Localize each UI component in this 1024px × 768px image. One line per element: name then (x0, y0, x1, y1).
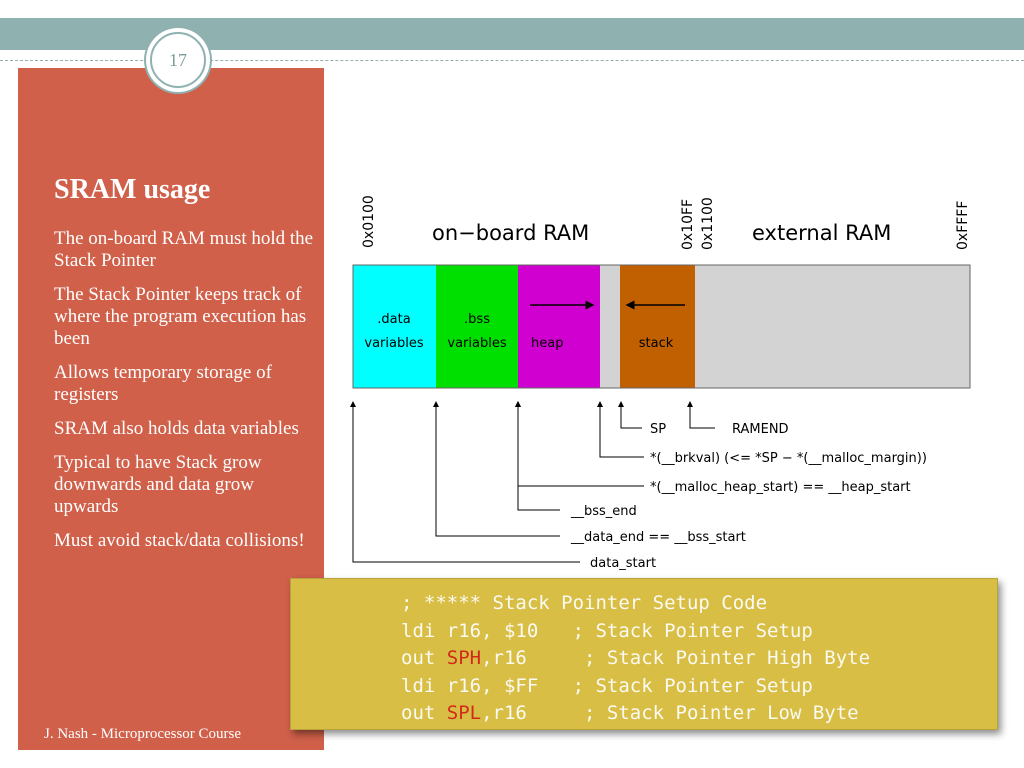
bss-segment-label: .bss (464, 312, 490, 327)
page-number-badge: 17 (150, 32, 206, 88)
code-operand: ,r16 ; Stack Pointer Low Byte (481, 702, 859, 724)
code-line: out SPL,r16 ; Stack Pointer Low Byte (401, 700, 997, 728)
code-line: ldi r16, $10 ; Stack Pointer Setup (401, 619, 813, 642)
data-end-label: __data_end == __bss_start (570, 530, 746, 545)
data-segment (353, 265, 436, 388)
bss-segment (436, 265, 518, 388)
bullet-list: The on-board RAM must hold the Stack Poi… (54, 228, 316, 564)
register-highlight: SPL (446, 702, 482, 724)
bss-end-label: __bss_end (570, 504, 637, 519)
sp-label: SP (650, 422, 666, 437)
address-label-end: 0xFFFF (955, 201, 971, 250)
bullet-item: Typical to have Stack grow downwards and… (54, 452, 262, 517)
external-segment (695, 265, 970, 388)
bullet-item: The Stack Pointer keeps track of where t… (54, 284, 307, 349)
heap-segment-label: heap (531, 336, 563, 351)
code-operand: ,r16 ; Stack Pointer High Byte (481, 647, 871, 669)
stack-segment (620, 265, 695, 388)
register-highlight: SPH (446, 647, 482, 669)
side-panel (18, 68, 324, 750)
onboard-ram-label: on−board RAM (432, 221, 589, 245)
code-box: ; ***** Stack Pointer Setup Code ldi r16… (290, 578, 998, 730)
bss-segment-sublabel: variables (447, 336, 506, 351)
code-line: ldi r16, $FF ; Stack Pointer Setup (401, 674, 813, 697)
gap-segment (600, 265, 620, 388)
code-instruction: out (401, 702, 447, 724)
heap-start-label: *(__malloc_heap_start) == __heap_start (650, 480, 911, 495)
bullet-item: Must avoid stack/data collisions! (54, 530, 305, 551)
code-line: ; ***** Stack Pointer Setup Code (401, 592, 768, 614)
dashed-divider (0, 60, 1024, 61)
stack-segment-label: stack (639, 336, 674, 351)
data-start-label: data_start (590, 556, 656, 571)
code-instruction: out (401, 647, 447, 669)
address-label-onboard-end: 0x10FF (680, 199, 696, 250)
ramend-label: RAMEND (732, 422, 789, 437)
address-label-start: 0x0100 (361, 195, 377, 248)
address-label-external-start: 0x1100 (700, 197, 716, 250)
data-segment-sublabel: variables (364, 336, 423, 351)
slide-title: SRAM usage (54, 174, 211, 205)
heap-segment (518, 265, 600, 388)
footer-text: J. Nash - Microprocessor Course (44, 726, 242, 742)
memory-map-diagram: 0x0100 0x10FF 0x1100 0xFFFF on−board RAM… (350, 195, 971, 571)
external-ram-label: external RAM (752, 221, 891, 245)
code-line: out SPH,r16 ; Stack Pointer High Byte (401, 645, 997, 673)
brkval-label: *(__brkval) (<= *SP − *(__malloc_margin)… (650, 451, 927, 466)
data-segment-label: .data (377, 312, 410, 327)
bullet-item: SRAM also holds data variables (54, 418, 299, 439)
bullet-item: The on-board RAM must hold the Stack Poi… (54, 228, 314, 271)
bullet-item: Allows temporary storage of registers (54, 362, 272, 405)
page-number: 17 (169, 49, 187, 70)
pointer-leaders (350, 401, 715, 563)
